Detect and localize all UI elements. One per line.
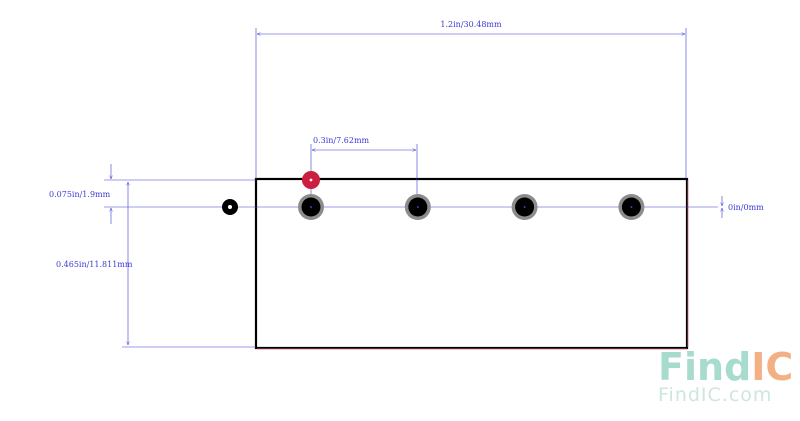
origin-label: 0in/0mm: [728, 203, 764, 212]
pin-group: [298, 194, 645, 220]
pin1-marker: [302, 171, 320, 189]
pin-1: [298, 194, 324, 220]
pin-offset-label: 0.075in/1.9mm: [49, 190, 111, 199]
pitch-dimension: 0.3in/7.62mm: [310, 136, 418, 207]
svg-text:FindIC.com: FindIC.com: [658, 384, 772, 406]
pin-3: [511, 194, 538, 220]
pin-2: [404, 194, 431, 220]
reference-hole: [222, 199, 238, 215]
body-height-dimension: 0.465in/11.811mm: [56, 182, 256, 348]
pin-4: [618, 194, 645, 220]
svg-text:FindIC: FindIC: [658, 345, 793, 389]
origin-dimension: 0in/0mm: [300, 196, 764, 218]
body-height-label: 0.465in/11.811mm: [56, 260, 133, 269]
pitch-label: 0.3in/7.62mm: [313, 136, 370, 145]
overall-width-dimension: 1.2in/30.48mm: [255, 20, 687, 179]
watermark-logo: FindIC FindIC.com: [658, 345, 793, 406]
component-outline: [254, 177, 689, 350]
overall-width-label: 1.2in/30.48mm: [440, 20, 502, 29]
pin-offset-dimension: 0.075in/1.9mm: [49, 164, 300, 224]
